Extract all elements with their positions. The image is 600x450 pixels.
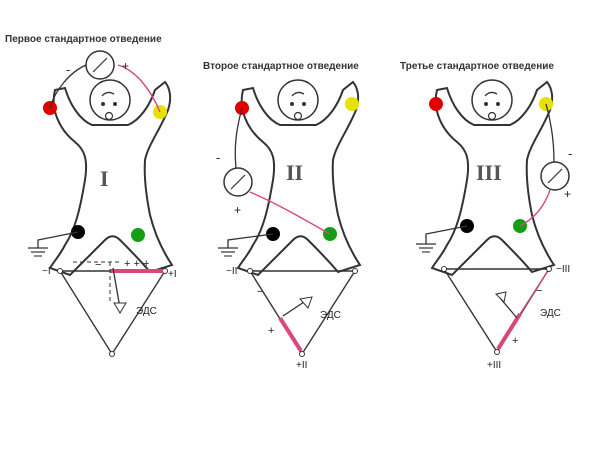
tri-left-label: −II bbox=[226, 266, 237, 277]
left-arm-electrode bbox=[429, 97, 443, 111]
einthoven-triangle bbox=[248, 270, 357, 356]
emf-label: ЭДС bbox=[136, 306, 157, 317]
tri-left-label: −I bbox=[42, 266, 51, 277]
lead-roman-numeral: II bbox=[286, 160, 303, 185]
plus-marks: + + + bbox=[124, 258, 149, 270]
tri-right-label: +I bbox=[168, 269, 177, 280]
lead-roman-numeral: III bbox=[476, 160, 502, 185]
panel-2: II - + −II +II + − ЭДС bbox=[216, 79, 361, 371]
einthoven-triangle bbox=[442, 268, 551, 354]
meter-plus: + bbox=[122, 59, 129, 73]
panel-2-title: Второе стандартное отведение bbox=[203, 61, 359, 72]
panel-1: I - + −I +I + + + − ЭДС bbox=[28, 50, 177, 357]
plus-marks: + bbox=[268, 325, 274, 337]
minus-marks: − bbox=[95, 259, 101, 271]
right-arm-electrode bbox=[345, 97, 359, 111]
lead-axis-positive bbox=[278, 316, 303, 353]
panel-3-title: Третье стандартное отведение bbox=[400, 61, 554, 72]
emf-label: ЭДС bbox=[320, 310, 341, 321]
panel-3: III - + −III +III + − ЭДС bbox=[416, 79, 572, 371]
panel-1-title: Первое стандартное отведение bbox=[5, 34, 162, 45]
emf-vector bbox=[282, 301, 305, 317]
meter-minus: - bbox=[66, 62, 70, 77]
plus-marks: + bbox=[512, 335, 518, 347]
tri-right-label: −III bbox=[556, 264, 570, 275]
meter-minus: - bbox=[216, 150, 220, 165]
minus-marks: − bbox=[536, 285, 542, 297]
lead-axis-positive bbox=[496, 312, 522, 351]
right-leg-electrode bbox=[131, 228, 145, 242]
meter-minus: - bbox=[568, 146, 572, 161]
meter-plus: + bbox=[564, 187, 571, 201]
meter-plus: + bbox=[234, 203, 241, 217]
lead-roman-numeral: I bbox=[100, 166, 109, 191]
minus-marks: − bbox=[257, 286, 263, 298]
emf-vector bbox=[112, 267, 121, 309]
tri-bottom-label: +II bbox=[296, 360, 307, 371]
tri-bottom-label: +III bbox=[487, 360, 501, 371]
emf-label: ЭДС bbox=[540, 308, 561, 319]
